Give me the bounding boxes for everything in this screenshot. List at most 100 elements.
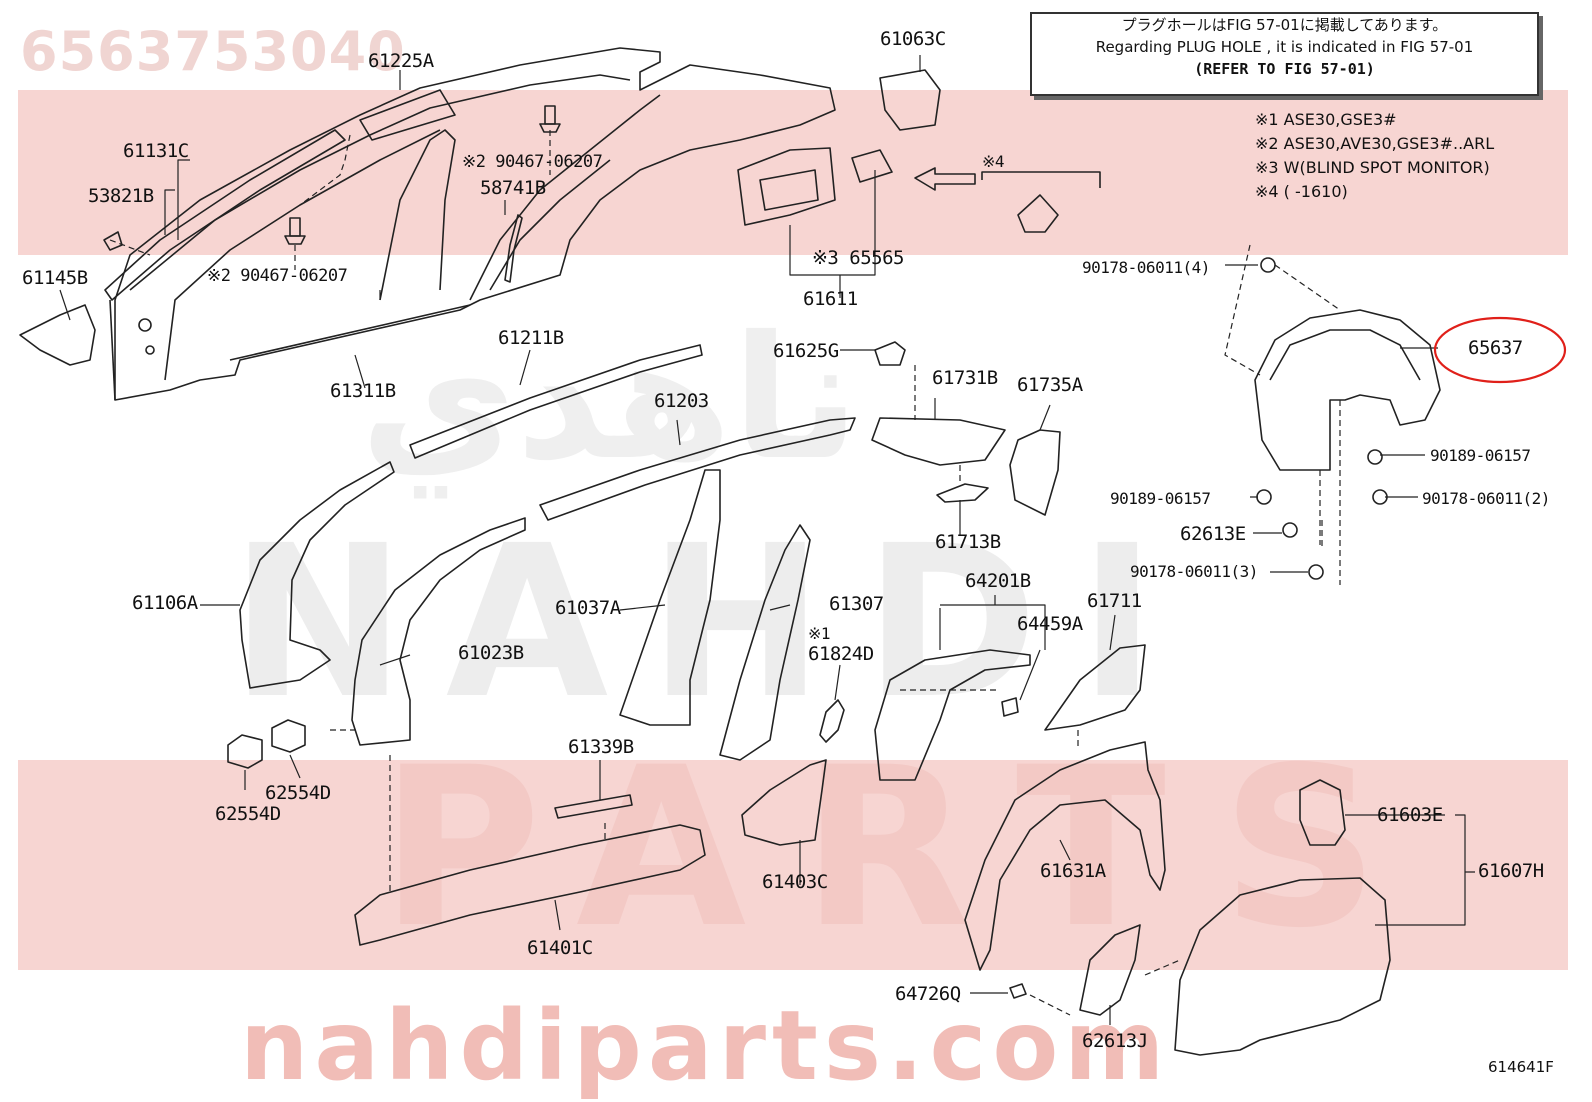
callout-62554D-right[interactable]: 62554D [265,782,331,804]
callout-64459A[interactable]: 64459A [1017,613,1083,635]
part-62613J-shape [1079,924,1141,1016]
callout-90178-2[interactable]: 90178-06011(2) [1422,489,1550,508]
clip-90467-upper [539,105,561,133]
callout-90178-4[interactable]: 90178-06011(4) [1082,258,1210,277]
direction-arrow [914,167,976,191]
leader-lines-top [59,55,921,321]
callout-90467-lower[interactable]: ※2 90467-06207 [207,266,348,286]
callout-mark-1: ※1 [808,624,831,643]
part-61145B-shape [19,304,96,366]
callout-61145B[interactable]: 61145B [22,267,88,289]
part-61211B-shape [409,344,703,459]
part-61063C-shape [879,69,941,131]
watermark-band-top [18,90,1568,255]
callout-90467-upper[interactable]: ※2 90467-06207 [462,152,603,172]
part-64726Q-shape [1009,983,1027,999]
part-cap-shape [1017,194,1059,233]
callout-61401C[interactable]: 61401C [527,937,593,959]
part-61403C-shape [741,759,827,846]
body-side-outer-panel [109,47,836,401]
part-64201B-shape [874,649,1031,781]
dashed-guides-top [109,130,551,270]
callout-61225A[interactable]: 61225A [368,50,434,72]
callout-61631A[interactable]: 61631A [1040,860,1106,882]
part-65637-rib [1269,329,1421,381]
callout-64726Q[interactable]: 64726Q [895,983,961,1005]
callout-62613J[interactable]: 62613J [1082,1030,1148,1052]
note-line-english: Regarding PLUG HOLE , it is indicated in… [1095,38,1474,56]
part-61824D-shape [819,699,845,743]
part-64459A-shape [1001,697,1019,717]
callout-61203[interactable]: 61203 [654,390,709,412]
part-62554D-left-shape [227,734,263,769]
callout-61131C[interactable]: 61131C [123,140,189,162]
legend-item-4: ※4 ( -1610) [1255,182,1348,201]
part-61631A-shape [964,741,1166,971]
callout-61713B[interactable]: 61713B [935,531,1001,553]
bracket-line-4 [981,171,1101,188]
part-58741B-shape [504,214,523,283]
callout-65565[interactable]: ※3 65565 [812,247,905,269]
callout-61607H[interactable]: 61607H [1478,860,1544,882]
callout-64201B[interactable]: 64201B [965,570,1031,592]
part-61339B-shape [554,794,633,819]
callout-62613E[interactable]: 62613E [1180,523,1246,545]
part-65637-liner-shape [1254,309,1441,471]
note-box: プラグホールはFIG 57-01に掲載してあります。 Regarding PLU… [1030,12,1539,96]
callout-61037A[interactable]: 61037A [555,597,621,619]
callout-61063C[interactable]: 61063C [880,28,946,50]
highlight-ellipse [1433,316,1567,384]
part-61401C-shape [354,824,706,946]
callout-61611[interactable]: 61611 [803,288,858,310]
part-62554D-right-shape [271,719,306,753]
clip-90467-lower [284,217,306,245]
part-61713B-shape [936,483,989,503]
roof-side-rail [104,129,346,301]
part-61735A-shape [1009,429,1061,516]
watermark-parts: PARTS [380,720,1435,976]
callout-62554D-left[interactable]: 62554D [215,803,281,825]
callout-61339B[interactable]: 61339B [568,736,634,758]
part-61711-shape [1044,644,1146,731]
callout-61711[interactable]: 61711 [1087,590,1142,612]
part-65565-shape [851,149,893,183]
part-61603E-shape [1299,779,1346,846]
legend: ※1 ASE30,GSE3# ※2 ASE30,AVE30,GSE3#..ARL… [1255,108,1494,204]
watermark-part-number: 6563753040 [20,20,406,83]
callout-61023B[interactable]: 61023B [458,642,524,664]
part-61023B-shape [351,517,526,746]
part-61106A-shape [239,461,395,689]
callout-90178-3[interactable]: 90178-06011(3) [1130,562,1258,581]
legend-item-2: ※2 ASE30,AVE30,GSE3#..ARL [1255,134,1495,153]
callout-61211B[interactable]: 61211B [498,327,564,349]
legend-item-1: ※1 ASE30,GSE3# [1255,110,1397,129]
callout-90189-right[interactable]: 90189-06157 [1430,446,1531,465]
note-line-japanese: プラグホールはFIG 57-01に掲載してあります。 [1121,16,1448,34]
note-line-refer: (REFER TO FIG 57-01) [1194,60,1375,78]
watermark-arabic: ناهدي [360,300,860,498]
part-61607H-shape [1174,877,1391,1056]
callout-61824D[interactable]: 61824D [808,643,874,665]
callout-61311B[interactable]: 61311B [330,380,396,402]
legend-item-3: ※3 W(BLIND SPOT MONITOR) [1255,158,1490,177]
part-61037A-shape [619,469,721,726]
dashed-guides-lower [330,244,1341,1016]
leader-lines-lower [200,264,1475,1025]
part-61625G-shape [874,341,906,366]
callout-90189-left[interactable]: 90189-06157 [1110,489,1211,508]
callout-61307[interactable]: 61307 [829,593,884,615]
part-61307-shape [719,524,811,761]
callout-61603E[interactable]: 61603E [1377,804,1443,826]
callout-61731B[interactable]: 61731B [932,367,998,389]
callout-61106A[interactable]: 61106A [132,592,198,614]
callout-mark-4: ※4 [982,152,1005,171]
callout-61735A[interactable]: 61735A [1017,374,1083,396]
callout-65637[interactable]: 65637 [1468,337,1523,359]
callout-61625G[interactable]: 61625G [773,340,839,362]
callout-53821B[interactable]: 53821B [88,185,154,207]
callout-61403C[interactable]: 61403C [762,871,828,893]
part-61731B-shape [871,417,1006,466]
part-61203-shape [539,417,856,521]
callout-58741B[interactable]: 58741B [480,177,546,199]
